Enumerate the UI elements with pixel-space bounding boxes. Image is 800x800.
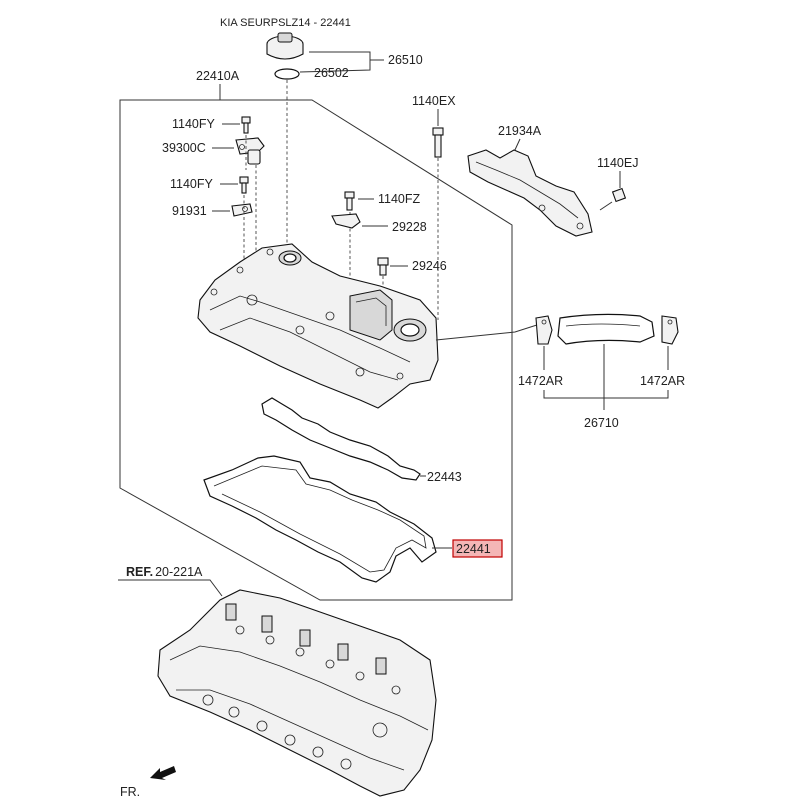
label-22410A[interactable]: 22410A xyxy=(196,69,240,83)
label-1140EX[interactable]: 1140EX xyxy=(412,94,456,108)
label-1140FY-mid[interactable]: 1140FY xyxy=(170,177,214,191)
diagram-title: KIA SEURPSLZ14 - 22441 xyxy=(220,17,351,29)
front-label: FR. xyxy=(120,785,140,799)
ref-number: 20-221A xyxy=(155,565,203,579)
label-1140FZ[interactable]: 1140FZ xyxy=(378,192,421,206)
label-29228[interactable]: 29228 xyxy=(392,220,427,234)
label-26710[interactable]: 26710 xyxy=(584,416,619,430)
label-39300C[interactable]: 39300C xyxy=(162,141,206,155)
leader-26510 xyxy=(299,51,384,73)
label-21934A[interactable]: 21934A xyxy=(498,124,542,138)
bracket-91931[interactable] xyxy=(231,203,253,217)
label-26510[interactable]: 26510 xyxy=(388,53,423,67)
ref-prefix: REF. xyxy=(126,565,153,579)
heat-shield-21934A[interactable] xyxy=(467,149,593,237)
bolt-1140FY-top[interactable] xyxy=(241,116,251,134)
label-91931[interactable]: 91931 xyxy=(172,204,207,218)
label-1472AR-left[interactable]: 1472AR xyxy=(518,374,563,388)
assembly-frame xyxy=(119,99,513,601)
label-1472AR-right[interactable]: 1472AR xyxy=(640,374,685,388)
label-22441[interactable]: 22441 xyxy=(456,542,491,556)
oil-filler-cap[interactable] xyxy=(266,32,304,60)
bolt-29246[interactable] xyxy=(377,257,389,276)
highlight-22441 xyxy=(452,539,503,558)
cap-oring[interactable] xyxy=(274,68,300,80)
label-22443[interactable]: 22443 xyxy=(427,470,462,484)
label-26502[interactable]: 26502 xyxy=(314,66,349,80)
bolt-1140FZ[interactable] xyxy=(344,191,355,211)
camshaft-sensor[interactable] xyxy=(235,137,265,165)
bolt-1140EX[interactable] xyxy=(432,127,444,158)
breather-hose-26710[interactable] xyxy=(557,313,655,345)
front-arrow-icon xyxy=(150,766,176,780)
cylinder-head[interactable] xyxy=(157,589,437,797)
clamp-1472AR-right[interactable] xyxy=(661,315,679,345)
bolt-1140FY-mid[interactable] xyxy=(239,176,249,194)
bolt-1140EJ[interactable] xyxy=(599,187,627,211)
clamp-1472AR-left[interactable] xyxy=(535,315,553,345)
label-1140FY-top[interactable]: 1140FY xyxy=(172,117,216,131)
ref-label[interactable]: REF.20-221A xyxy=(126,565,203,579)
gasket-22443[interactable] xyxy=(261,397,421,481)
label-1140EJ[interactable]: 1140EJ xyxy=(597,156,638,170)
cylinder-head-cover[interactable] xyxy=(197,243,439,409)
bracket-29228[interactable] xyxy=(331,213,361,229)
gasket-22441[interactable] xyxy=(203,455,437,583)
label-29246[interactable]: 29246 xyxy=(412,259,447,273)
